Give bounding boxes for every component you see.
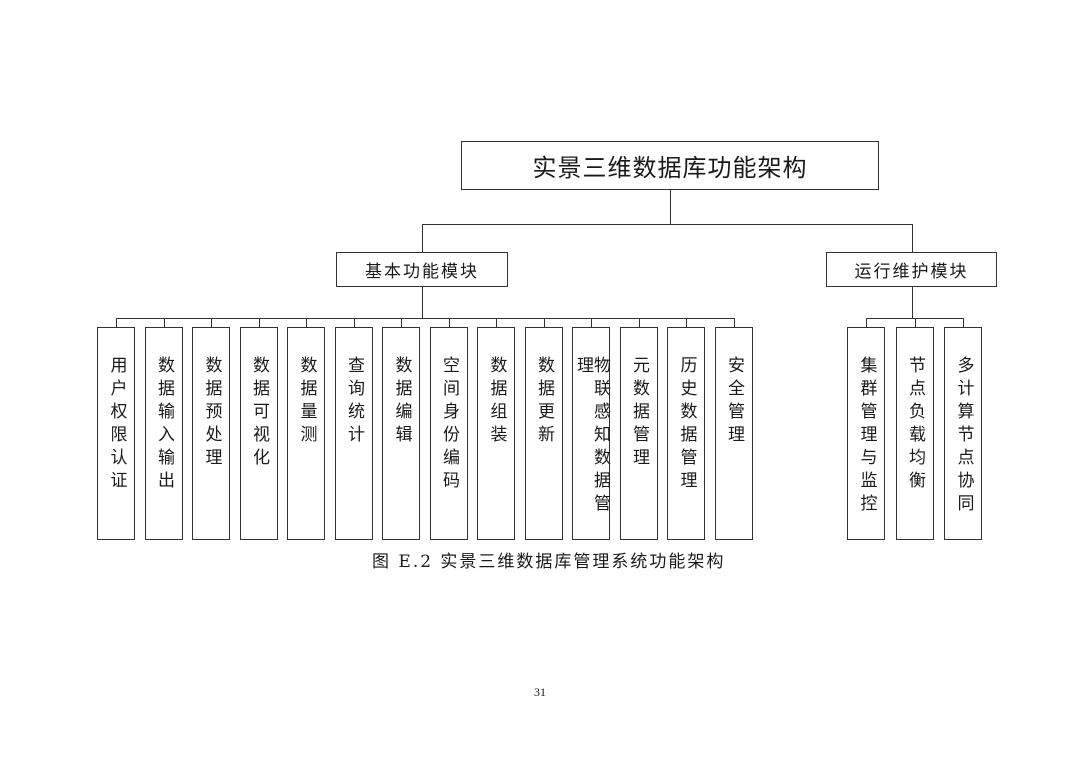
module-node-label: 运行维护模块	[854, 262, 969, 282]
function-node-label: 数据预处理	[201, 356, 222, 471]
leaf-drop-line	[448, 318, 450, 327]
function-node-box: 安全管理	[714, 327, 753, 540]
function-node-label: 数据编辑	[391, 356, 412, 448]
leaf-drop-line	[306, 318, 308, 327]
leaf-drop-line	[258, 318, 260, 327]
module-connector-line	[911, 287, 913, 318]
function-node-label: 数据可视化	[249, 356, 269, 471]
function-node-label: 数据输入输出	[154, 356, 174, 494]
function-node-label: 节点负载均衡	[905, 356, 925, 494]
leaf-drop-line	[543, 318, 545, 327]
module-node-box: 基本功能模块	[336, 252, 508, 287]
function-node-box: 数据预处理	[192, 327, 230, 540]
leaf-bus-line	[116, 318, 735, 320]
leaf-drop-line	[163, 318, 165, 327]
function-node-label: 安全管理	[724, 356, 744, 448]
function-node-label: 数据量测	[296, 356, 317, 448]
function-node-box: 空间身份编码	[429, 327, 468, 540]
leaf-drop-line	[686, 318, 688, 327]
root-node-label: 实景三维数据库功能架构	[532, 154, 808, 182]
module-connector-line	[422, 287, 424, 318]
leaf-drop-line	[353, 318, 355, 327]
page-number: 31	[534, 685, 546, 699]
module-drop-line	[422, 224, 424, 252]
root-connector-line	[670, 190, 672, 224]
leaf-drop-line	[116, 318, 118, 327]
function-node-box: 数据可视化	[239, 327, 278, 540]
function-node-label: 数据更新	[534, 356, 554, 448]
function-node-label: 查询统计	[344, 356, 364, 448]
root-node-box: 实景三维数据库功能架构	[461, 141, 879, 190]
leaf-drop-line	[733, 318, 735, 327]
function-node-label: 数据组装	[486, 356, 507, 448]
function-node-box: 数据编辑	[382, 327, 420, 540]
module-node-box: 运行维护模块	[826, 252, 997, 287]
function-node-box: 查询统计	[334, 327, 373, 540]
leaf-drop-line	[211, 318, 213, 327]
leaf-drop-line	[496, 318, 498, 327]
figure-caption: 图 E.2 实景三维数据库管理系统功能架构	[372, 552, 726, 572]
leaf-drop-line	[638, 318, 640, 327]
function-node-box: 物联感知数据管理	[572, 327, 610, 540]
leaf-drop-line	[963, 318, 965, 327]
function-node-label: 历史数据管理	[676, 356, 697, 494]
function-node-box: 用户权限认证	[97, 327, 135, 540]
module-node-label: 基本功能模块	[365, 262, 479, 282]
function-node-box: 数据组装	[477, 327, 515, 540]
leaf-drop-line	[591, 318, 593, 327]
function-node-box: 节点负载均衡	[895, 327, 934, 540]
function-node-label: 空间身份编码	[439, 356, 459, 494]
leaf-drop-line	[914, 318, 916, 327]
function-node-label: 多计算节点协同	[953, 356, 974, 517]
function-node-label: 元数据管理	[629, 356, 649, 471]
function-node-box: 集群管理与监控	[847, 327, 885, 540]
leaf-drop-line	[866, 318, 868, 327]
function-node-box: 多计算节点协同	[944, 327, 982, 540]
module-bus-line	[422, 224, 913, 226]
function-node-box: 历史数据管理	[667, 327, 705, 540]
function-node-label: 用户权限认证	[106, 356, 127, 494]
function-node-box: 元数据管理	[619, 327, 658, 540]
function-node-box: 数据输入输出	[144, 327, 183, 540]
function-node-label: 集群管理与监控	[856, 356, 877, 517]
function-node-box: 数据更新	[524, 327, 563, 540]
module-drop-line	[911, 224, 913, 252]
function-node-box: 数据量测	[287, 327, 325, 540]
function-node-label: 物联感知数据管理	[573, 356, 610, 517]
leaf-drop-line	[401, 318, 403, 327]
